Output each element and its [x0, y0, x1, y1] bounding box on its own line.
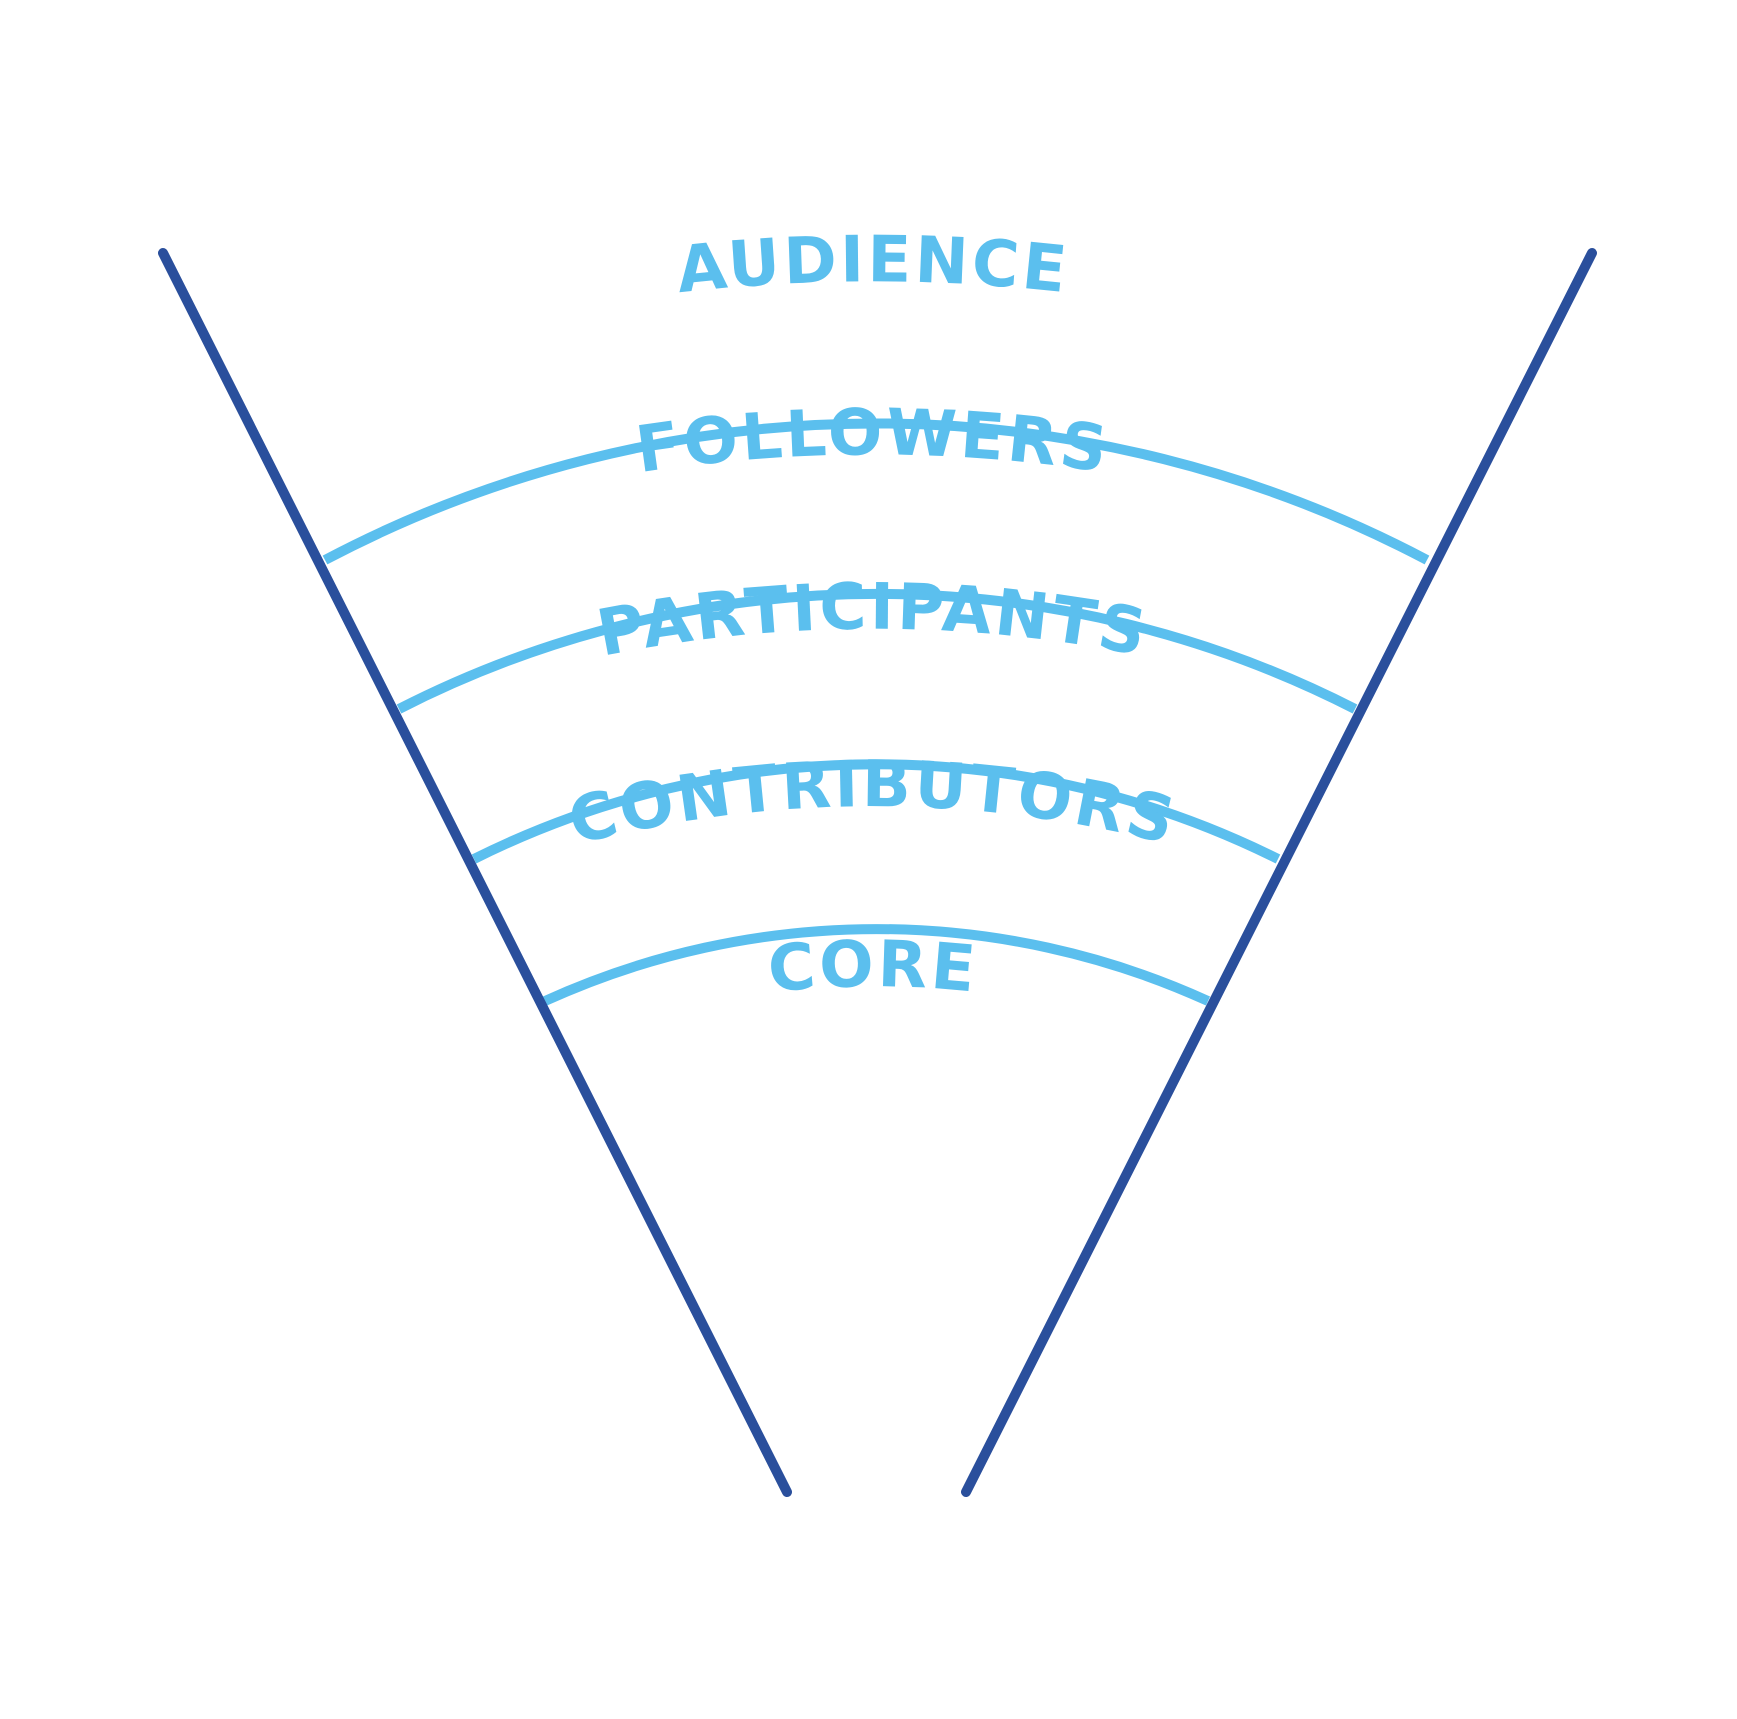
layer-arc-followers-participants [396, 588, 1358, 714]
layer-label-contributors: CONTRIBUTORS [562, 748, 1185, 860]
funnel-left-edge [158, 248, 792, 1497]
layer-label-participants: PARTICIPANTS [592, 570, 1155, 671]
layer-label-core: CORE [765, 928, 981, 1008]
layer-arc-contributors-core [542, 924, 1211, 1006]
layer-label-followers: FOLLOWERS [632, 396, 1115, 488]
layer-arc-participants-contributors [471, 759, 1281, 864]
funnel-right-edge [961, 248, 1597, 1497]
layer-arc-audience-followers [322, 418, 1430, 565]
layer-label-audience: AUDIENCE [673, 223, 1072, 308]
